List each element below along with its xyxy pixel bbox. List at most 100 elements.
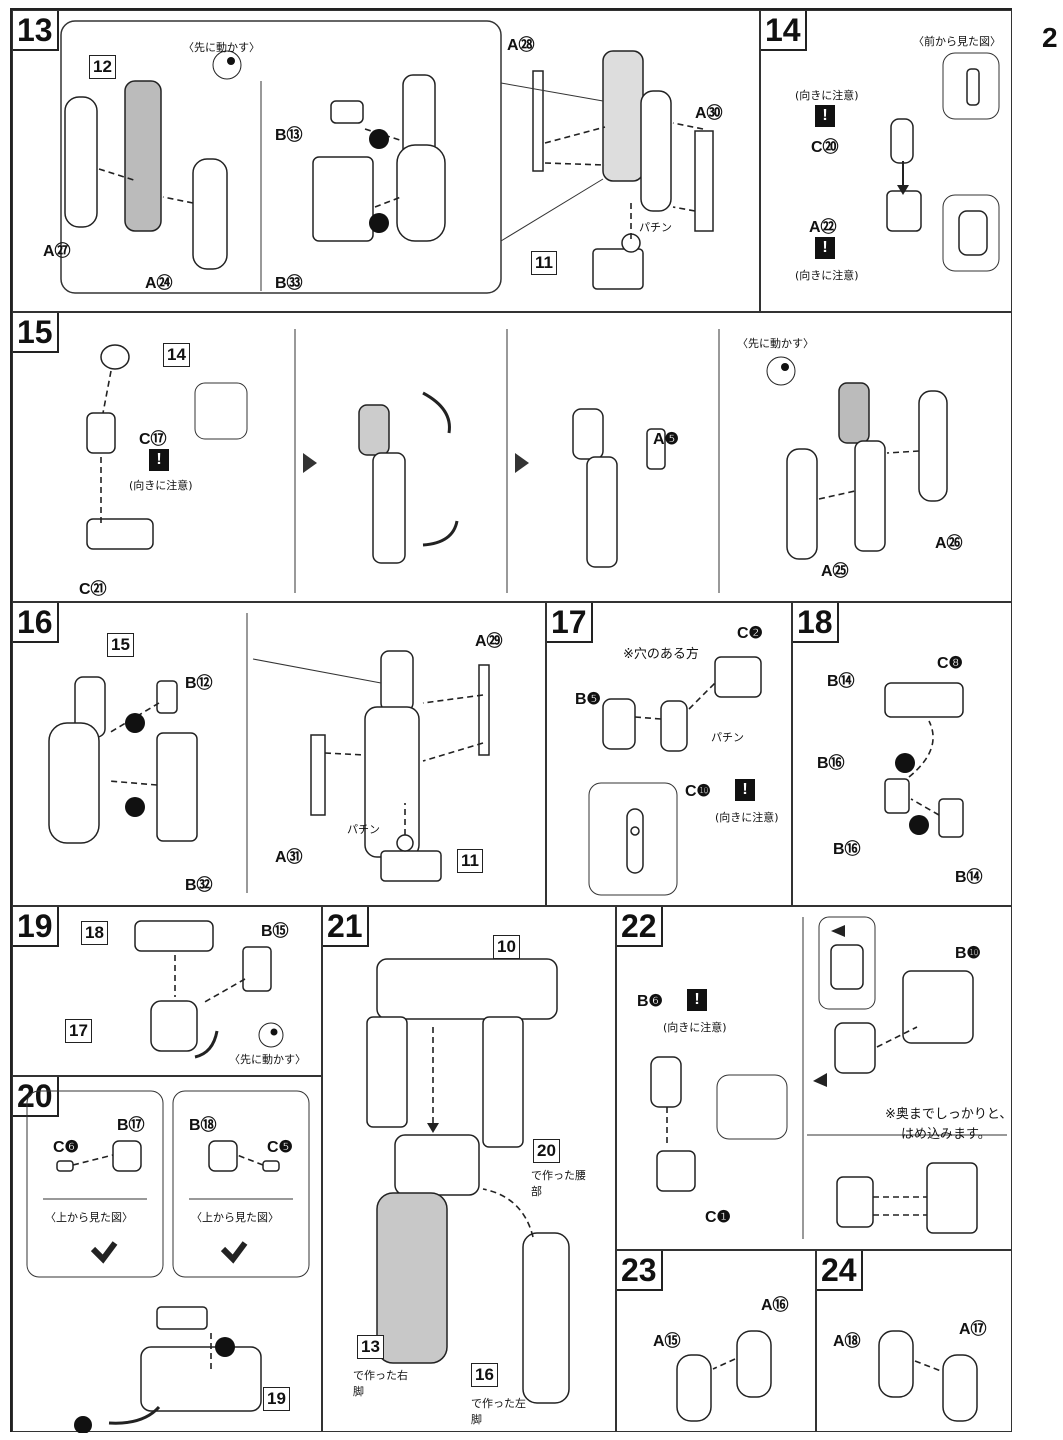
click-sound: パチン — [347, 823, 380, 836]
step-number: 22 — [617, 907, 663, 947]
part-b12: B⑫ — [185, 675, 213, 692]
part-a5: A❺ — [653, 431, 679, 448]
step-number: 18 — [793, 603, 839, 643]
step-18-panel: 18 B⑭ C❽ B⑯ B⑯ B⑭ — [792, 602, 1012, 906]
part-b33: B㉝ — [275, 275, 303, 292]
part-a28: A㉘ — [507, 37, 535, 54]
step-19-illustration — [134, 920, 284, 1059]
move-first-note: 〈先に動かす〉 — [229, 1053, 306, 1066]
click-sound: パチン — [711, 731, 744, 744]
part-b32: B㉜ — [185, 877, 213, 894]
left-leg-note: で作った左脚 — [471, 1397, 526, 1426]
subassembly-ref-18: 18 — [81, 921, 108, 945]
front-view-note: 〈前から見た図〉 — [913, 35, 1001, 48]
part-a27: A㉗ — [43, 243, 71, 260]
subassembly-ref-16: 16 — [471, 1363, 498, 1387]
part-a22: A㉒ — [809, 219, 837, 236]
right-leg-note: で作った右脚 — [353, 1369, 408, 1398]
insert-note-2: はめ込みます。 — [901, 1127, 991, 1142]
part-c20: C⑳ — [811, 139, 839, 156]
part-a30: A㉚ — [695, 105, 723, 122]
hole-side-note: ※穴のある方 — [623, 647, 699, 662]
step-16-panel: 16 15 B⑫ B㉜ — [12, 602, 546, 906]
cropped-step-number: 2 — [1042, 22, 1058, 53]
part-c1: C❶ — [705, 1209, 731, 1226]
part-c5: C❺ — [267, 1139, 293, 1156]
caution-text: (向きに注意) — [715, 811, 779, 824]
part-b10: B❿ — [955, 945, 981, 962]
part-c10: C❿ — [685, 783, 711, 800]
part-c17: C⑰ — [139, 431, 167, 448]
step-22-illustration — [650, 916, 1007, 1239]
part-a26: A㉖ — [935, 535, 963, 552]
caution-icon-2: ! — [815, 237, 835, 259]
part-b15: B⑮ — [261, 923, 289, 940]
subassembly-ref-15: 15 — [107, 633, 134, 657]
step-16-illustration — [48, 613, 490, 893]
part-b6: B❻ — [637, 993, 663, 1010]
step-15-panel: 15 — [12, 312, 1012, 602]
step-number: 17 — [547, 603, 593, 643]
step-20-panel: 20 B⑰ C❻ 〈上から見た図〉 B⑱ C❺ — [12, 1076, 322, 1433]
part-a15: A⑮ — [653, 1333, 681, 1350]
step-number: 13 — [13, 11, 59, 51]
caution-text-bottom: (向きに注意) — [795, 269, 859, 282]
caution-text: (向きに注意) — [129, 479, 193, 492]
part-c6: C❻ — [53, 1139, 79, 1156]
subassembly-ref-10: 10 — [493, 935, 520, 959]
step-18-illustration — [884, 682, 964, 838]
step-24-illustration — [878, 1330, 978, 1422]
step-17-panel: 17 ※穴のある方 C❷ B❺ パチン C❿ ! (向きに注意) — [546, 602, 792, 906]
step-19-panel: 19 18 B⑮ 17 〈先に動かす〉 — [12, 906, 322, 1076]
caution-icon: ! — [149, 449, 169, 471]
part-b16-top: B⑯ — [817, 755, 845, 772]
subassembly-ref-14: 14 — [163, 343, 190, 367]
step-23-illustration — [676, 1330, 772, 1422]
caution-icon: ! — [815, 105, 835, 127]
step-24-panel: 24 A⑱ A⑰ — [816, 1250, 1012, 1432]
click-sound: パチン — [639, 221, 672, 234]
part-a25: A㉕ — [821, 563, 849, 580]
step-number: 21 — [323, 907, 369, 947]
caution-icon: ! — [735, 779, 755, 801]
top-view-note-left: 〈上から見た図〉 — [45, 1211, 133, 1224]
subassembly-ref-12: 12 — [89, 55, 116, 79]
step-14-illustration — [886, 52, 1000, 272]
top-view-note-right: 〈上から見た図〉 — [191, 1211, 279, 1224]
part-c8: C❽ — [937, 655, 963, 672]
part-b14-top: B⑭ — [827, 673, 855, 690]
part-a29: A㉙ — [475, 633, 503, 650]
part-b13: B⑬ — [275, 127, 303, 144]
step-20-illustration — [26, 1090, 310, 1433]
step-21-panel: 21 10 20 で作った腰部 13 で作った右脚 16 で作った左脚 — [322, 906, 616, 1432]
insert-note: ※奥までしっかりと、 — [885, 1107, 1013, 1122]
part-a24: A㉔ — [145, 275, 173, 292]
step-14-panel: 14 〈前から見た図〉 (向きに注意) ! C⑳ A㉒ ! (向きに注意) — [760, 10, 1012, 312]
step-22-panel: 22 B❻ ! (向きに注意) C❶ B❿ — [616, 906, 1012, 1250]
step-17-illustration — [588, 656, 762, 896]
part-a18: A⑱ — [833, 1333, 861, 1350]
part-c2: C❷ — [737, 625, 763, 642]
subassembly-ref-11: 11 — [457, 849, 483, 873]
part-a17: A⑰ — [959, 1321, 987, 1338]
subassembly-ref-13: 13 — [357, 1335, 384, 1359]
step-13-panel: 13 — [12, 10, 760, 312]
step-21-illustration — [366, 958, 570, 1404]
move-first-note: 〈先に動かす〉 — [183, 41, 260, 54]
caution-text: (向きに注意) — [663, 1021, 727, 1034]
step-number: 19 — [13, 907, 59, 947]
part-c21: C㉑ — [79, 581, 107, 598]
caution-text-top: (向きに注意) — [795, 89, 859, 102]
subassembly-ref-17: 17 — [65, 1019, 92, 1043]
part-b5: B❺ — [575, 691, 601, 708]
step-number: 20 — [13, 1077, 59, 1117]
step-13-illustration — [60, 20, 714, 294]
move-first-note: 〈先に動かす〉 — [737, 337, 814, 350]
part-b18: B⑱ — [189, 1117, 217, 1134]
subassembly-ref-11: 11 — [531, 251, 557, 275]
subassembly-ref-19: 19 — [263, 1387, 290, 1411]
step-number: 23 — [617, 1251, 663, 1291]
part-a31: A㉛ — [275, 849, 303, 866]
step-number: 24 — [817, 1251, 863, 1291]
step-number: 16 — [13, 603, 59, 643]
